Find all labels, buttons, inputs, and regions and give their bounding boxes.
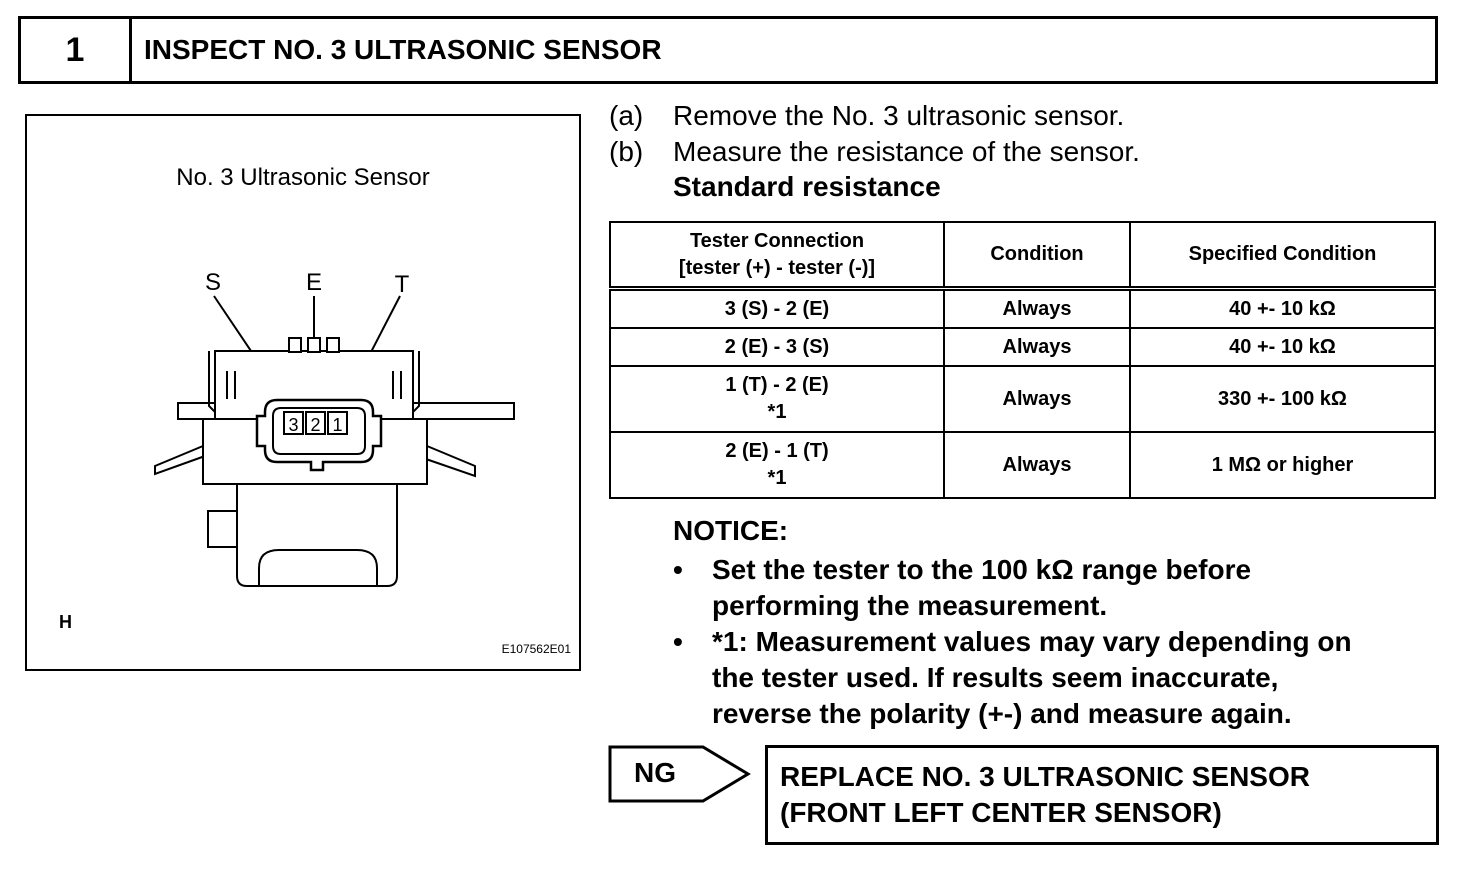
cell-specified: 330 +- 100 kΩ [1129,365,1436,433]
pin-number-3: 3 [288,415,298,435]
figure-code: E107562E01 [501,642,571,656]
cell-connection-text: 2 (E) - 1 (T) [725,440,829,462]
pin-box-2 [305,411,326,435]
procedure-step-a-label: (a) [609,100,644,131]
notice-line: the tester used. If results seem inaccur… [712,662,1279,693]
pin-number-1: 1 [332,415,342,435]
sensor-head [258,549,378,586]
header-connection-line1: Tester Connection [689,229,865,252]
procedure-step-b-text: Measure the resistance of the sensor. [673,136,1140,167]
notice-line: reverse the polarity (+-) and measure ag… [712,698,1292,729]
table-row: 3 (S) - 2 (E) Always 40 +- 10 kΩ [609,287,1436,329]
cell-condition: Always [943,365,1131,433]
ng-arrow-icon [608,745,751,803]
pin-box-1 [327,411,348,435]
notice-item-text: Set the tester to the 100 kΩ range befor… [712,552,1432,624]
terminal-label-e: E [306,269,322,296]
cell-connection-note: *1 [767,401,787,423]
cell-specified: 40 +- 10 kΩ [1129,287,1436,329]
notice-line: *1: Measurement values may vary dependin… [712,626,1352,657]
notice-line: Set the tester to the 100 kΩ range befor… [712,554,1252,585]
right-clip [422,445,476,478]
result-text: REPLACE NO. 3 ULTRASONIC SENSOR (FRONT L… [780,759,1310,831]
step-title: INSPECT NO. 3 ULTRASONIC SENSOR [144,34,662,65]
sensor-illustration: No. 3 Ultrasonic Sensor S E T [25,114,581,671]
pin-box-3 [283,411,304,435]
cell-connection-note: *1 [767,467,787,489]
cell-connection: 2 (E) - 1 (T) *1 [609,431,945,499]
standard-resistance-heading: Standard resistance [673,171,941,202]
cell-connection: 1 (T) - 2 (E) *1 [609,365,945,433]
cell-specified: 1 MΩ or higher [1129,431,1436,499]
table-row: 2 (E) - 3 (S) Always 40 +- 10 kΩ [609,327,1436,367]
procedure-step-b: (b) Measure the resistance of the sensor. [609,136,1140,168]
cell-specified: 40 +- 10 kΩ [1129,327,1436,367]
notice-line: performing the measurement. [712,590,1108,621]
header-connection-line2: [tester (+) - tester (-)] [678,256,876,279]
cell-connection-text: 1 (T) - 2 (E) [725,374,829,396]
cell-connection: 2 (E) - 3 (S) [609,327,945,367]
procedure-step-a-text: Remove the No. 3 ultrasonic sensor. [673,100,1125,131]
notice-bullet: • [673,626,683,657]
header-condition: Condition [943,221,1131,291]
pin-number-2: 2 [310,415,320,435]
notice-bullet: • [673,554,683,585]
notice-title: NOTICE: [673,515,789,546]
cell-connection: 3 (S) - 2 (E) [609,287,945,329]
figure-title: No. 3 Ultrasonic Sensor [176,164,430,191]
sensor-connector-drawing: S E T 3 2 1 [154,269,515,587]
resistance-table: Tester Connection [tester (+) - tester (… [609,221,1436,499]
procedure-step-a: (a) Remove the No. 3 ultrasonic sensor. [609,100,1124,132]
result-line: (FRONT LEFT CENTER SENSOR) [780,797,1222,828]
header-specified-condition: Specified Condition [1129,221,1436,291]
figure-corner-label: H [59,612,72,632]
cell-condition: Always [943,327,1131,367]
ng-label: NG [634,757,676,788]
side-tab [207,510,238,548]
result-box: REPLACE NO. 3 ULTRASONIC SENSOR (FRONT L… [765,745,1439,845]
cell-condition: Always [943,287,1131,329]
table-row: 1 (T) - 2 (E) *1 Always 330 +- 100 kΩ [609,365,1436,433]
step-number: 1 [21,19,132,81]
terminal-label-s: S [205,269,221,296]
cell-condition: Always [943,431,1131,499]
result-line: REPLACE NO. 3 ULTRASONIC SENSOR [780,761,1310,792]
notice-item-text: *1: Measurement values may vary dependin… [712,624,1432,732]
lower-body [236,483,398,587]
terminal-label-t: T [395,271,410,298]
table-header-row: Tester Connection [tester (+) - tester (… [609,221,1436,291]
step-header: 1 INSPECT NO. 3 ULTRASONIC SENSOR [18,16,1438,84]
procedure-step-b-label: (b) [609,136,644,167]
left-clip [154,445,206,476]
header-tester-connection: Tester Connection [tester (+) - tester (… [609,221,945,291]
table-row: 2 (E) - 1 (T) *1 Always 1 MΩ or higher [609,431,1436,499]
